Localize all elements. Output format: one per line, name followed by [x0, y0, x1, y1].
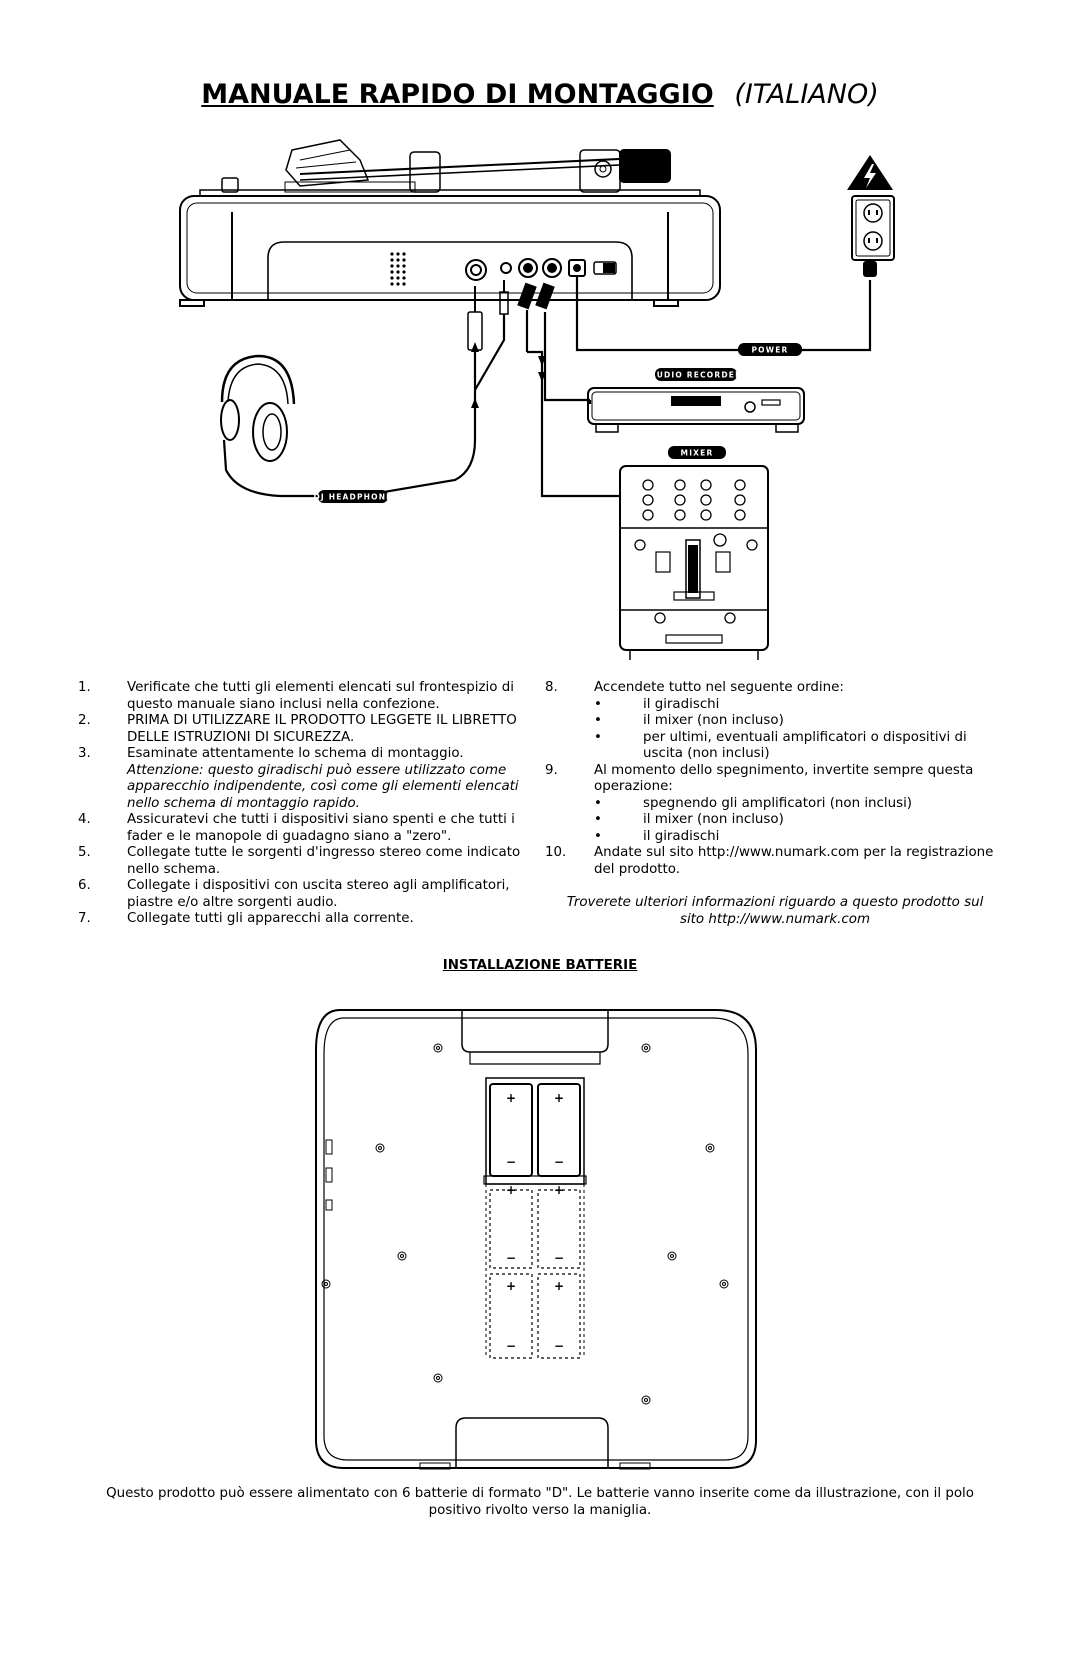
step-number: 8. — [545, 680, 558, 695]
battery-minus-sign: − — [506, 1251, 516, 1265]
step-number: 10. — [545, 845, 567, 860]
step-number: 3. — [78, 746, 91, 761]
step-1: 1. Verificate che tutti gli elementi ele… — [78, 680, 528, 713]
bullet-text: il mixer (non incluso) — [643, 713, 784, 728]
audio-recorder-illustration — [587, 387, 805, 433]
step-number: 1. — [78, 680, 91, 695]
battery-minus-sign: − — [554, 1339, 564, 1353]
step-text: Al momento dello spegnimento, invertite … — [594, 762, 974, 795]
battery-minus-sign: − — [506, 1339, 516, 1353]
bullet-item: •per ultimi, eventuali amplificatori o d… — [594, 729, 967, 762]
step-10: 10. Andate sul sito http://www.numark.co… — [545, 845, 995, 878]
bullet-text: il giradischi — [643, 696, 720, 712]
steps-left-column: 1. Verificate che tutti gli elementi ele… — [78, 680, 528, 928]
mixer-label: MIXER — [681, 449, 714, 458]
step-number: 5. — [78, 845, 91, 860]
step-text: Collegate tutti gli apparecchi alla corr… — [127, 911, 414, 926]
audio-recorder-label: AUDIO RECORDER — [650, 371, 742, 380]
bullet-item: •il mixer (non incluso) — [594, 812, 784, 827]
bullet-text: per ultimi, eventuali amplificatori o di… — [643, 729, 967, 762]
step-4: 4. Assicuratevi che tutti i dispositivi … — [78, 812, 528, 845]
bullet-text: spegnendo gli amplificatori (non inclusi… — [643, 795, 913, 811]
step-2: 2. PRIMA DI UTILIZZARE IL PRODOTTO LEGGE… — [78, 713, 528, 746]
battery-diagram: + + − − + + − − + + − − — [315, 1009, 757, 1470]
bullet-item: •il giradischi — [594, 828, 720, 844]
step-number: 4. — [78, 812, 91, 827]
battery-description: Questo prodotto può essere alimentato co… — [106, 1486, 974, 1518]
headphones-illustration — [220, 354, 296, 462]
battery-plus-sign: + — [554, 1183, 564, 1197]
bullet-text: il giradischi — [643, 828, 720, 844]
step-8: 8. Accendete tutto nel seguente ordine: — [545, 680, 995, 697]
title-main: MANUALE RAPIDO DI MONTAGGIO — [201, 79, 714, 110]
step-6: 6. Collegate i dispositivi con uscita st… — [78, 878, 528, 911]
step-text: Esaminate attentamente lo schema di mont… — [127, 746, 464, 761]
step-5: 5. Collegate tutte le sorgenti d'ingress… — [78, 845, 528, 878]
battery-plus-sign: + — [506, 1091, 516, 1105]
steps-right-column: 8. Accendete tutto nel seguente ordine: … — [545, 680, 995, 878]
power-label: POWER — [751, 346, 788, 355]
battery-plus-sign: + — [554, 1091, 564, 1105]
step-text: PRIMA DI UTILIZZARE IL PRODOTTO LEGGETE … — [127, 713, 517, 745]
step-text: Andate sul sito http://www.numark.com pe… — [594, 845, 994, 877]
bullet-item: •spegnendo gli amplificatori (non inclus… — [594, 795, 913, 811]
step-text: Assicuratevi che tutti i dispositivi sia… — [127, 812, 515, 844]
turntable-illustration — [179, 139, 721, 307]
battery-minus-sign: − — [506, 1155, 516, 1169]
mixer-illustration — [619, 465, 769, 660]
step-9: 9. Al momento dello spegnimento, inverti… — [545, 763, 995, 796]
battery-minus-sign: − — [554, 1155, 564, 1169]
step-number: 6. — [78, 878, 91, 893]
step-text: Verificate che tutti gli elementi elenca… — [127, 680, 514, 712]
battery-plus-sign: + — [506, 1279, 516, 1293]
battery-plus-sign: + — [554, 1279, 564, 1293]
step-3: 3. Esaminate attentamente lo schema di m… — [78, 746, 528, 812]
battery-minus-sign: − — [554, 1251, 564, 1265]
step-7: 7. Collegate tutti gli apparecchi alla c… — [78, 911, 528, 928]
step-text: Collegate tutte le sorgenti d'ingresso s… — [127, 845, 521, 877]
battery-section-title: INSTALLAZIONE BATTERIE — [442, 958, 638, 973]
step-text: Collegate i dispositivi con uscita stere… — [127, 878, 510, 910]
step-number: 7. — [78, 911, 91, 926]
connection-diagram: POWER AUDIO RECORDER MIXER DJ HEADPHONE — [179, 139, 895, 660]
bullet-item: •il giradischi — [594, 696, 720, 712]
dj-headphone-label: DJ HEADPHONE — [313, 493, 392, 502]
step-note: Attenzione: questo giradischi può essere… — [127, 762, 519, 811]
warning-icon — [847, 155, 893, 190]
title-language: (ITALIANO) — [734, 79, 879, 110]
step-number: 9. — [545, 762, 558, 778]
step-number: 2. — [78, 713, 91, 728]
power-outlet-icon — [851, 195, 895, 277]
bullet-item: •il mixer (non incluso) — [594, 713, 784, 728]
page-title: MANUALE RAPIDO DI MONTAGGIO (ITALIANO) — [0, 78, 1080, 112]
step-text: Accendete tutto nel seguente ordine: — [594, 680, 844, 695]
bullet-text: il mixer (non incluso) — [643, 812, 784, 827]
battery-plus-sign: + — [506, 1183, 516, 1197]
more-info-text: Troverete ulteriori informazioni riguard… — [566, 895, 984, 927]
